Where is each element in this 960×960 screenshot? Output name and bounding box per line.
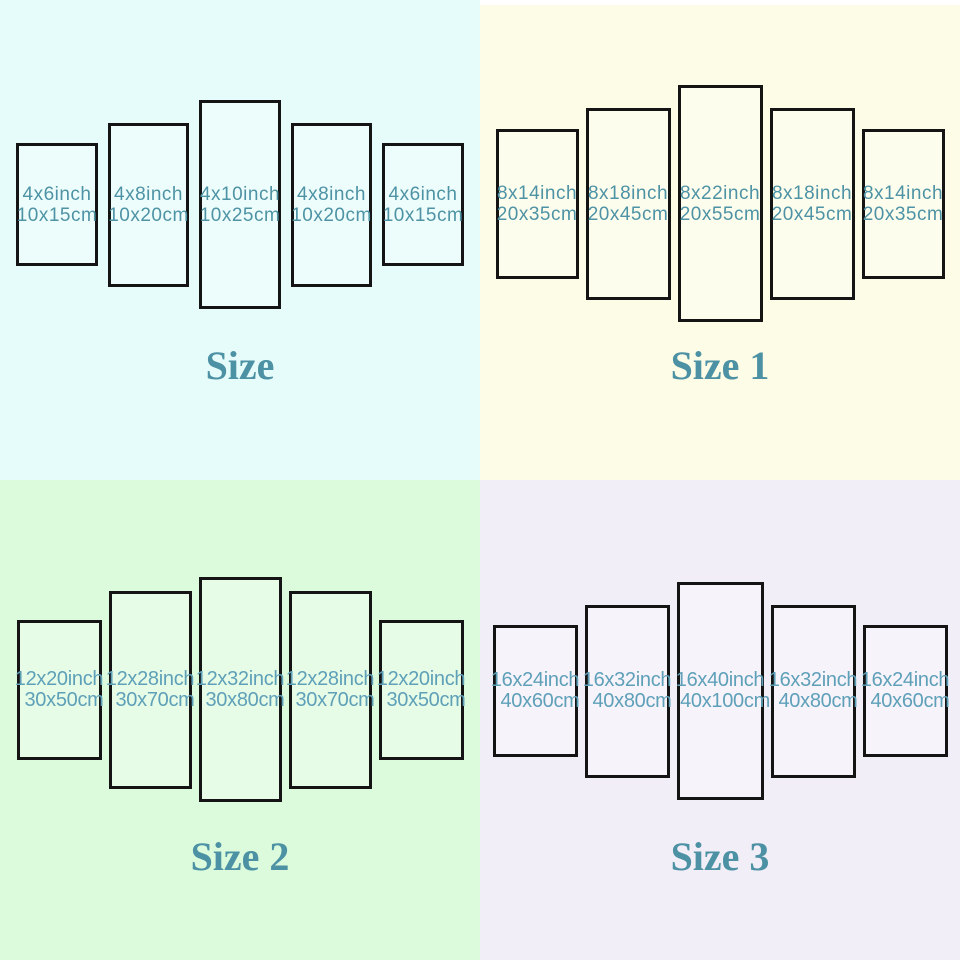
- panel-size-inches: 4x10inch: [199, 183, 281, 205]
- panel-size-label: 12x28inch 30x70cm: [285, 667, 375, 711]
- panel-size-label: 8x14inch 20x35cm: [863, 183, 944, 225]
- panel-size-cm: 40x80cm: [778, 690, 858, 712]
- panel-size-inches: 12x20inch: [376, 667, 466, 690]
- panel-size-inches: 16x32inch: [768, 669, 858, 691]
- panel-size-inches: 8x18inch: [587, 182, 669, 204]
- panel-size-cm: 10x25cm: [199, 204, 281, 226]
- panel-size-cm: 30x70cm: [295, 688, 375, 711]
- panel-size-inches: 16x24inch: [490, 669, 580, 691]
- panel-size-inches: 16x24inch: [860, 669, 950, 691]
- panel-size-cm: 10x20cm: [108, 204, 189, 226]
- panel-size-label: 4x6inch 10x15cm: [17, 184, 98, 226]
- panel-size-inches: 16x40inch: [675, 669, 765, 691]
- canvas-panel-2: 12x28inch 30x70cm: [105, 590, 195, 789]
- canvas-panel-2: 16x32inch 40x80cm: [582, 604, 672, 778]
- panel-size-cm: 20x35cm: [862, 203, 944, 225]
- panel-size-inches: 8x22inch: [679, 182, 761, 204]
- panel-size-cm: 40x80cm: [592, 690, 672, 712]
- panel-size-label: 16x32inch 40x80cm: [582, 669, 672, 712]
- panel-group: 12x20inch 30x50cm 12x28inch 30x70cm 12x3…: [0, 577, 480, 802]
- panel-size-label: 12x32inch 30x80cm: [195, 667, 285, 711]
- panel-size-inches: 12x20inch: [14, 667, 104, 690]
- canvas-panel-5: 16x24inch 40x60cm: [860, 625, 950, 757]
- panel-size-cm: 20x35cm: [496, 203, 578, 225]
- panel-size-cm: 30x50cm: [24, 688, 104, 711]
- white-edge-strip: [480, 0, 960, 5]
- panel-size-cm: 10x15cm: [16, 204, 98, 226]
- canvas-panel-4: 16x32inch 40x80cm: [768, 604, 858, 778]
- panel-size-label: 8x22inch 20x55cm: [680, 183, 761, 225]
- panel-size-inches: 8x14inch: [862, 182, 944, 204]
- panel-size-inches: 12x28inch: [105, 667, 195, 690]
- panel-size-label: 16x24inch 40x60cm: [490, 669, 580, 712]
- panel-size-label: 16x40inch 40x100cm: [675, 669, 770, 712]
- panel-size-cm: 40x100cm: [680, 690, 770, 712]
- panel-size-label: 16x24inch 40x60cm: [860, 669, 950, 712]
- quadrant-title: Size 3: [670, 834, 770, 879]
- quadrant-title: Size 2: [190, 834, 290, 879]
- panel-size-label: 8x18inch 20x45cm: [588, 183, 669, 225]
- panel-size-label: 8x14inch 20x35cm: [497, 183, 578, 225]
- panel-size-cm: 30x50cm: [386, 688, 466, 711]
- quadrant-size-1: 8x14inch 20x35cm 8x18inch 20x45cm 8x22in…: [480, 0, 960, 480]
- panel-size-cm: 10x20cm: [291, 204, 372, 226]
- panel-size-label: 12x20inch 30x50cm: [376, 667, 466, 711]
- canvas-panel-5: 4x6inch 10x15cm: [382, 143, 464, 266]
- panel-size-label: 12x20inch 30x50cm: [14, 667, 104, 711]
- quadrant-size: 4x6inch 10x15cm 4x8inch 10x20cm 4x10inch…: [0, 0, 480, 480]
- panel-size-cm: 30x70cm: [115, 688, 195, 711]
- canvas-panel-1: 12x20inch 30x50cm: [14, 619, 104, 760]
- canvas-panel-2: 4x8inch 10x20cm: [108, 122, 189, 287]
- panel-size-inches: 4x8inch: [114, 183, 183, 205]
- panel-size-inches: 8x18inch: [771, 182, 853, 204]
- panel-size-cm: 40x60cm: [500, 690, 580, 712]
- panel-size-inches: 12x28inch: [285, 667, 375, 690]
- panel-size-cm: 30x80cm: [205, 688, 285, 711]
- panel-size-inches: 16x32inch: [582, 669, 672, 691]
- canvas-panel-4: 12x28inch 30x70cm: [285, 590, 375, 789]
- panel-size-inches: 12x32inch: [195, 667, 285, 690]
- quadrant-size-2: 12x20inch 30x50cm 12x28inch 30x70cm 12x3…: [0, 480, 480, 960]
- panel-size-cm: 40x60cm: [870, 690, 950, 712]
- panel-group: 8x14inch 20x35cm 8x18inch 20x45cm 8x22in…: [480, 85, 960, 322]
- panel-size-inches: 4x6inch: [22, 183, 92, 205]
- panel-group: 4x6inch 10x15cm 4x8inch 10x20cm 4x10inch…: [0, 100, 480, 309]
- panel-size-cm: 10x15cm: [382, 204, 464, 226]
- panel-size-label: 16x32inch 40x80cm: [768, 669, 858, 712]
- panel-size-label: 4x8inch 10x20cm: [291, 184, 372, 226]
- canvas-panel-1: 16x24inch 40x60cm: [490, 625, 580, 757]
- panel-size-inches: 4x8inch: [297, 183, 366, 205]
- panel-size-cm: 20x45cm: [587, 203, 669, 225]
- canvas-panel-2: 8x18inch 20x45cm: [585, 107, 671, 300]
- quadrant-size-3: 16x24inch 40x60cm 16x32inch 40x80cm 16x4…: [480, 480, 960, 960]
- canvas-panel-3: 16x40inch 40x100cm: [675, 582, 770, 800]
- quadrant-title: Size 1: [670, 343, 770, 388]
- canvas-panel-1: 8x14inch 20x35cm: [495, 128, 579, 279]
- panel-size-cm: 20x45cm: [771, 203, 853, 225]
- canvas-panel-4: 4x8inch 10x20cm: [291, 122, 372, 287]
- canvas-panel-3: 4x10inch 10x25cm: [199, 100, 281, 309]
- panel-size-label: 4x6inch 10x15cm: [383, 184, 464, 226]
- canvas-panel-1: 4x6inch 10x15cm: [16, 143, 98, 266]
- panel-group: 16x24inch 40x60cm 16x32inch 40x80cm 16x4…: [480, 582, 960, 800]
- panel-size-inches: 4x6inch: [388, 183, 458, 205]
- panel-size-label: 12x28inch 30x70cm: [105, 667, 195, 711]
- canvas-panel-5: 12x20inch 30x50cm: [376, 619, 466, 760]
- panel-size-inches: 8x14inch: [496, 182, 578, 204]
- panel-size-cm: 20x55cm: [679, 203, 761, 225]
- canvas-panel-3: 8x22inch 20x55cm: [677, 85, 763, 322]
- canvas-panel-5: 8x14inch 20x35cm: [861, 128, 945, 279]
- canvas-panel-4: 8x18inch 20x45cm: [769, 107, 855, 300]
- canvas-panel-3: 12x32inch 30x80cm: [195, 577, 285, 802]
- panel-size-label: 4x10inch 10x25cm: [200, 184, 281, 226]
- quadrant-title: Size: [205, 343, 275, 388]
- panel-size-label: 4x8inch 10x20cm: [108, 184, 189, 226]
- panel-size-label: 8x18inch 20x45cm: [772, 183, 853, 225]
